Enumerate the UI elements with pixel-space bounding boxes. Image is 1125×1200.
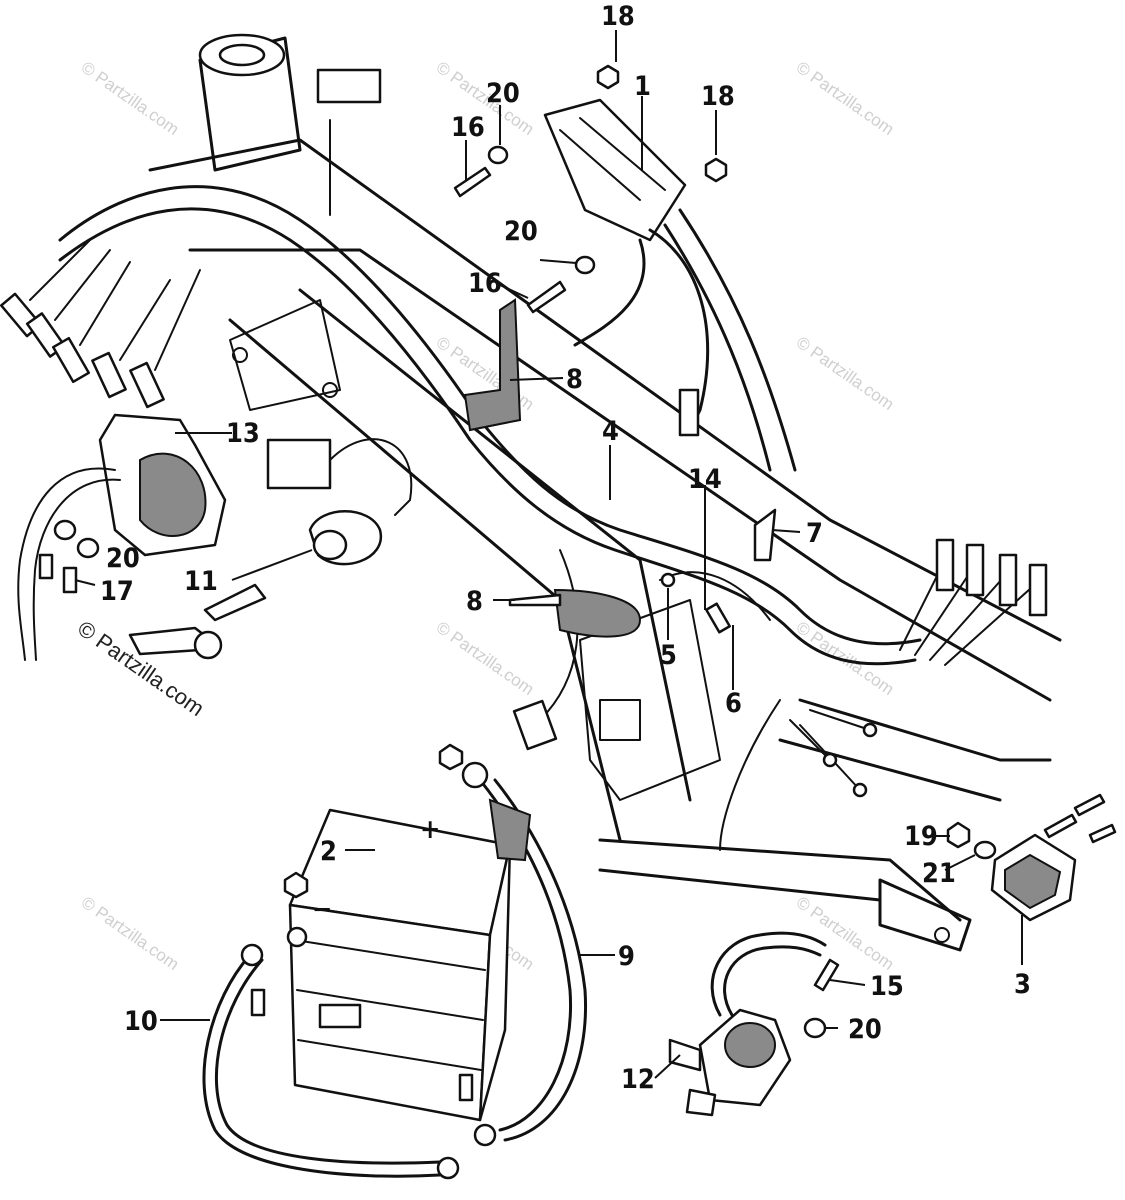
fasteners-13 [38, 519, 100, 594]
leader-lines [74, 30, 1023, 1079]
watermark: © Partzilla.com [433, 618, 538, 699]
callout-label: 21 [922, 858, 956, 889]
callout-label: 2 [320, 836, 337, 867]
callout-label: 20 [486, 78, 520, 109]
bolt-icon [1073, 793, 1106, 817]
callout-label: 20 [106, 543, 140, 574]
bolt-icon [526, 280, 567, 314]
washer-icon [803, 1017, 827, 1039]
bolt-icon [813, 958, 840, 992]
callout-label: 8 [466, 586, 483, 617]
callout-label: 14 [688, 464, 722, 495]
callout-label: 4 [602, 416, 619, 447]
callout-label: 17 [100, 576, 134, 607]
battery-plus-label: + [420, 814, 440, 845]
bolt-icon [1088, 823, 1117, 844]
callout-label: 6 [725, 688, 742, 719]
starter-relay [668, 931, 840, 1117]
watermark: © Partzilla.com [78, 893, 183, 974]
rectifier [946, 793, 1117, 922]
nut-icon [438, 743, 464, 771]
watermark: © Partzilla.com [793, 618, 898, 699]
nut-icon [283, 871, 309, 899]
nut-icon [946, 821, 971, 849]
ignition-coil [543, 98, 797, 472]
ignition-switch [128, 438, 413, 660]
washer-icon [53, 519, 77, 541]
washer-icon [487, 145, 509, 165]
key-icon [203, 583, 267, 622]
bolt-icon [38, 553, 54, 580]
callout-label: 13 [226, 418, 260, 449]
washer-icon [973, 840, 997, 860]
band-7 [753, 508, 777, 562]
wire-harness [0, 68, 1048, 851]
harness-connector-icon [316, 68, 382, 104]
washer-icon [574, 255, 596, 275]
watermark: © Partzilla.com [793, 333, 898, 414]
bolt-icon [458, 1073, 474, 1102]
sub-harness [659, 571, 771, 634]
callout-label: 5 [660, 640, 677, 671]
callout-label: 19 [904, 821, 938, 852]
callout-label: 15 [870, 971, 904, 1002]
battery-cables [202, 761, 588, 1180]
callout-label: 18 [701, 81, 735, 112]
callout-label: 16 [468, 268, 502, 299]
nut-icon [704, 157, 728, 183]
callout-label: 7 [806, 518, 823, 549]
callout-label: 1 [634, 71, 651, 102]
battery: + − [250, 743, 512, 1122]
watermark: © Partzilla.com [793, 893, 898, 974]
watermark: © Partzilla.com [78, 58, 183, 139]
callout-label: 3 [1014, 969, 1031, 1000]
callout-label: 20 [504, 216, 538, 247]
bolt-icon [1043, 813, 1078, 839]
callout-label: 18 [601, 1, 635, 32]
callout-labels: 18 1 18 20 16 20 16 8 13 4 14 7 20 11 17… [100, 1, 1031, 1095]
regulator-13 [17, 413, 227, 661]
battery-minus-label: − [312, 894, 332, 925]
bolt-icon [453, 166, 492, 198]
callout-label: 10 [124, 1006, 158, 1037]
nut-icon [596, 64, 620, 90]
mounting-band [463, 298, 642, 638]
callout-label: 9 [618, 941, 635, 972]
callout-label: 16 [451, 112, 485, 143]
callout-label: 8 [566, 364, 583, 395]
callout-label: 20 [848, 1014, 882, 1045]
fasteners [453, 64, 728, 314]
callout-label: 12 [621, 1064, 655, 1095]
washer-icon [76, 537, 100, 559]
watermark: © Partzilla.com [793, 58, 898, 139]
callout-label: 11 [184, 566, 218, 597]
bolt-icon [62, 566, 78, 594]
bolt-icon [250, 988, 266, 1017]
